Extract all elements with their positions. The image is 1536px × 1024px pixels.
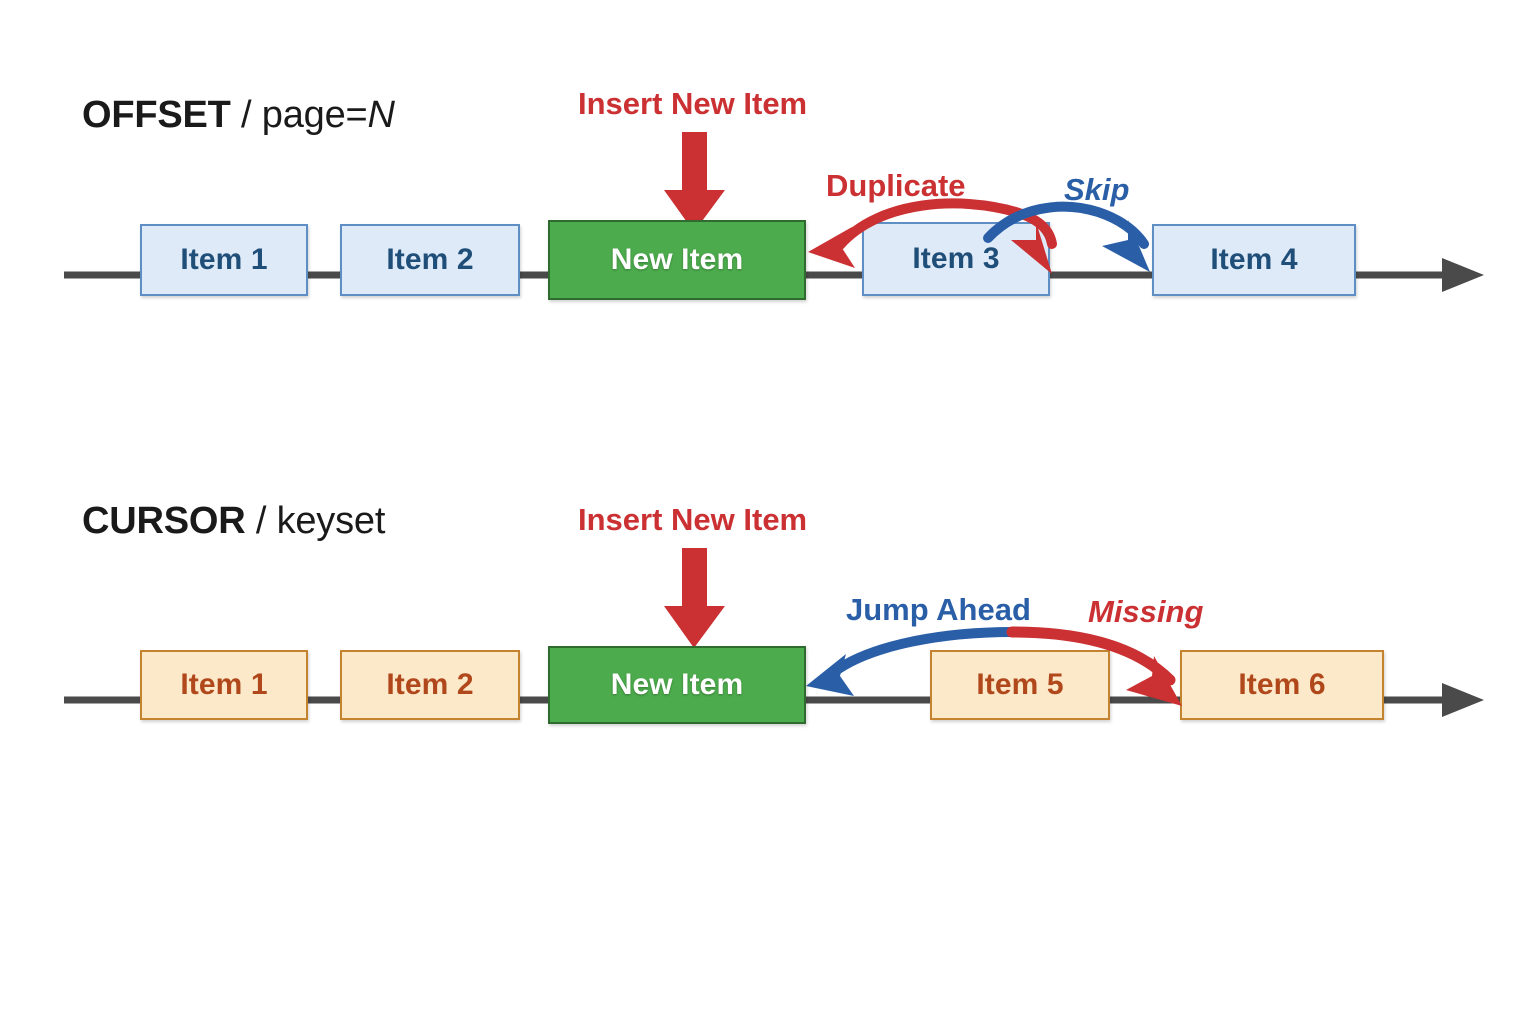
annotation-label-skip: Skip [1064, 172, 1130, 207]
item-box[interactable]: Item 6 [1180, 650, 1384, 720]
arrow-down-icon-insert-cursor [664, 548, 725, 648]
item-box[interactable]: Item 4 [1152, 224, 1356, 296]
section-keyword: CURSOR [82, 500, 246, 542]
item-box-new[interactable]: New Item [548, 646, 806, 724]
annotation-label-duplicate: Duplicate [826, 168, 966, 203]
section-title-cursor: CURSOR / keyset [82, 500, 385, 543]
item-box-new[interactable]: New Item [548, 220, 806, 300]
arrow-right-icon [1442, 258, 1484, 292]
arrow-down-icon-insert-offset [664, 132, 725, 232]
item-box[interactable]: Item 1 [140, 224, 308, 296]
section-title-offset: OFFSET / page=N [82, 94, 395, 137]
item-box[interactable]: Item 2 [340, 650, 520, 720]
annotation-label-insert-new-item: Insert New Item [578, 502, 808, 537]
section-mode-italic: N [367, 94, 395, 136]
item-box[interactable]: Item 3 [862, 222, 1050, 296]
item-box[interactable]: Item 1 [140, 650, 308, 720]
item-box[interactable]: Item 5 [930, 650, 1110, 720]
annotation-label-missing: Missing [1088, 594, 1204, 629]
section-mode: keyset [276, 500, 386, 542]
annotation-label-jump-ahead: Jump Ahead [846, 592, 1031, 627]
section-separator: / [245, 500, 277, 542]
annotation-label-insert-new-item: Insert New Item [578, 86, 808, 121]
section-mode: page= [261, 94, 368, 136]
item-box[interactable]: Item 2 [340, 224, 520, 296]
section-keyword: OFFSET [82, 94, 231, 136]
section-separator: / [230, 94, 262, 136]
arrow-right-icon [1442, 683, 1484, 717]
